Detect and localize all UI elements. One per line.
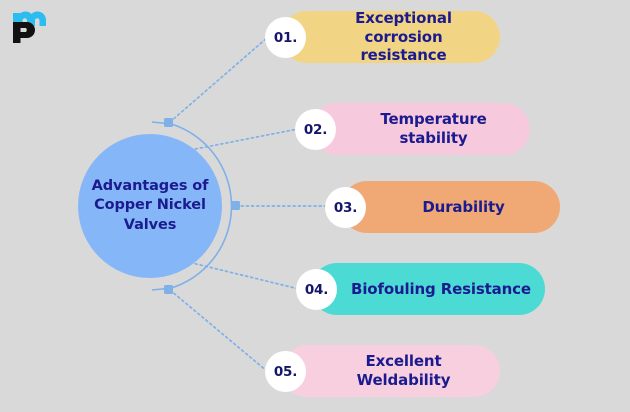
leader-line-4 [179, 259, 300, 290]
advantage-pill-4[interactable]: Biofouling Resistance [311, 263, 545, 315]
advantage-number-badge-2: 02. [295, 109, 336, 150]
advantage-pill-3[interactable]: Durability [341, 181, 560, 233]
advantage-number-2: 02. [303, 121, 328, 138]
arc-node-1 [164, 118, 173, 127]
advantage-number-5: 05. [273, 363, 298, 380]
advantage-number-badge-1: 01. [265, 17, 306, 58]
leader-line-2 [179, 128, 299, 153]
leader-line-5 [169, 289, 269, 373]
hub-circle[interactable]: Advantages of Copper Nickel Valves [78, 134, 222, 278]
advantage-number-badge-4: 04. [296, 269, 337, 310]
hub-title: Advantages of Copper Nickel Valves [91, 178, 209, 233]
leader-line-1 [169, 36, 269, 123]
advantage-number-1: 01. [273, 29, 298, 46]
mp-logo [10, 8, 58, 48]
advantage-label-3: Durability [422, 197, 505, 216]
advantage-label-2: Temperature stability [380, 110, 487, 147]
advantage-label-5: Excellent Weldability [356, 352, 451, 389]
arc-node-3 [231, 201, 240, 210]
advantage-number-4: 04. [304, 281, 329, 298]
logo-p-mark [13, 22, 35, 43]
advantage-number-badge-3: 03. [325, 187, 366, 228]
advantage-number-badge-5: 05. [265, 351, 306, 392]
advantage-pill-1[interactable]: Exceptional corrosion resistance [281, 8, 500, 65]
arc-node-5 [164, 285, 173, 294]
advantage-number-3: 03. [333, 199, 358, 216]
advantage-pill-5[interactable]: Excellent Weldability [281, 345, 500, 397]
advantage-pill-2[interactable]: Temperature stability [311, 103, 530, 155]
advantage-label-1: Exceptional corrosion resistance [355, 8, 452, 65]
advantage-label-4: Biofouling Resistance [351, 279, 531, 298]
